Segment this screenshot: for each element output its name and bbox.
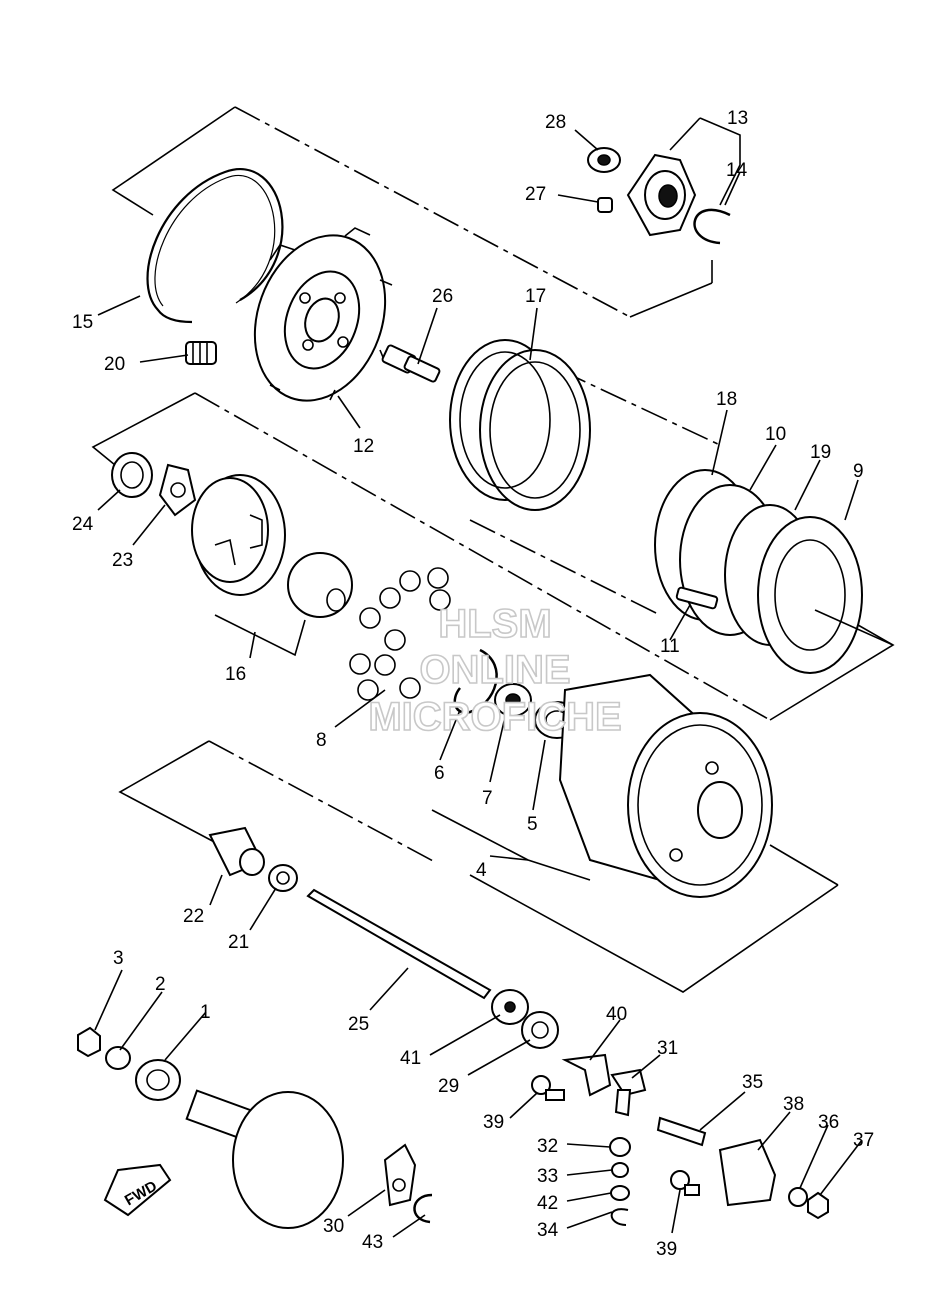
callout-37: 37 xyxy=(853,1130,874,1151)
washer-21 xyxy=(268,864,298,892)
callout-8: 8 xyxy=(316,730,327,751)
callout-23: 23 xyxy=(112,550,133,571)
callout-39-upper: 39 xyxy=(483,1112,504,1133)
nut-3 xyxy=(77,1026,101,1058)
bearing-housing-13 xyxy=(626,153,697,237)
callout-24: 24 xyxy=(72,514,94,535)
callout-10: 10 xyxy=(765,424,786,445)
clip-34 xyxy=(610,1208,629,1226)
clutch-housing-4 xyxy=(558,673,773,898)
callout-26: 26 xyxy=(432,286,453,307)
washer-42 xyxy=(610,1185,630,1201)
spring-11 xyxy=(675,586,719,610)
watermark-line3: MICROFICHE xyxy=(368,695,621,739)
callout-25: 25 xyxy=(348,1014,369,1035)
pressure-plate-12 xyxy=(253,227,393,402)
bearing-28 xyxy=(587,147,621,173)
collar-22 xyxy=(208,826,265,877)
callout-16: 16 xyxy=(225,664,246,685)
clutch-boss-assy xyxy=(654,469,894,674)
callout-7: 7 xyxy=(482,788,493,809)
callout-38: 38 xyxy=(783,1094,804,1115)
callout-27: 27 xyxy=(525,184,546,205)
bolt-35 xyxy=(656,1116,707,1147)
leader-lines xyxy=(94,117,863,1238)
callout-28: 28 xyxy=(545,112,566,133)
callout-2: 2 xyxy=(155,974,166,995)
callout-14: 14 xyxy=(726,160,748,181)
callout-9: 9 xyxy=(853,461,864,482)
friction-plates-17 xyxy=(449,339,591,511)
callout-35: 35 xyxy=(742,1072,763,1093)
bearing-29 xyxy=(521,1011,559,1049)
push-piece-26 xyxy=(381,344,441,383)
callout-30: 30 xyxy=(323,1216,344,1237)
callout-42: 42 xyxy=(537,1193,558,1214)
watermark-line2: ONLINE xyxy=(419,648,570,692)
one-way-clutch xyxy=(287,552,353,618)
bearing-1 xyxy=(135,1059,181,1101)
callout-12: 12 xyxy=(353,436,374,457)
callout-4: 4 xyxy=(476,860,487,881)
washer-7 xyxy=(494,683,532,717)
callout-22: 22 xyxy=(183,906,204,927)
callout-labels: 28 13 14 27 15 20 12 26 17 18 10 19 9 11… xyxy=(72,108,874,1260)
lever-30 xyxy=(383,1143,417,1207)
circlip-15 xyxy=(146,168,284,324)
lever-40 xyxy=(561,1053,612,1097)
group-outline-bottom xyxy=(118,740,839,993)
group-outline-top xyxy=(111,106,713,318)
callout-18: 18 xyxy=(716,389,737,410)
screw-39-lower xyxy=(670,1170,700,1196)
bearing-24 xyxy=(111,452,153,498)
callout-17: 17 xyxy=(525,286,546,307)
callout-13: 13 xyxy=(727,108,748,129)
callout-33: 33 xyxy=(537,1166,558,1187)
callout-40: 40 xyxy=(606,1004,627,1025)
callout-3: 3 xyxy=(113,948,124,969)
washer-41 xyxy=(491,989,529,1025)
bushing-33 xyxy=(611,1162,629,1178)
cable-end-31 xyxy=(610,1068,647,1117)
callout-19: 19 xyxy=(810,442,831,463)
screw-27 xyxy=(597,197,613,213)
watermark-line1: HLSM xyxy=(438,602,551,646)
lock-washer-23 xyxy=(158,463,197,517)
callout-39-lower: 39 xyxy=(656,1239,677,1260)
callout-29: 29 xyxy=(438,1076,459,1097)
callout-41: 41 xyxy=(400,1048,421,1069)
callout-21: 21 xyxy=(228,932,249,953)
washer-2 xyxy=(105,1046,131,1070)
circlip-43 xyxy=(413,1193,433,1224)
callout-34: 34 xyxy=(537,1220,559,1241)
nut-37 xyxy=(807,1191,829,1220)
screw-39-upper xyxy=(531,1075,565,1101)
crankshaft-gear xyxy=(185,1089,344,1229)
callout-20: 20 xyxy=(104,354,125,375)
collar-32 xyxy=(609,1137,631,1157)
callout-6: 6 xyxy=(434,763,445,784)
primary-drive-16 xyxy=(191,474,286,596)
bracket-38 xyxy=(718,1138,777,1207)
balls-8 xyxy=(349,567,451,701)
callout-15: 15 xyxy=(72,312,93,333)
washer-36 xyxy=(788,1187,808,1207)
circlip-6 xyxy=(453,648,498,714)
callout-36: 36 xyxy=(818,1112,839,1133)
callout-31: 31 xyxy=(657,1038,678,1059)
push-rod-25 xyxy=(306,888,492,1000)
watermark: HLSM ONLINE MICROFICHE xyxy=(368,601,623,740)
callout-11: 11 xyxy=(660,636,680,657)
callout-1: 1 xyxy=(200,1002,211,1023)
callout-32: 32 xyxy=(537,1136,558,1157)
callout-43: 43 xyxy=(362,1232,383,1253)
spring-20 xyxy=(185,341,217,365)
circlip-14 xyxy=(693,208,731,245)
callout-5: 5 xyxy=(527,814,538,835)
fwd-arrow: FWD xyxy=(103,1163,172,1217)
